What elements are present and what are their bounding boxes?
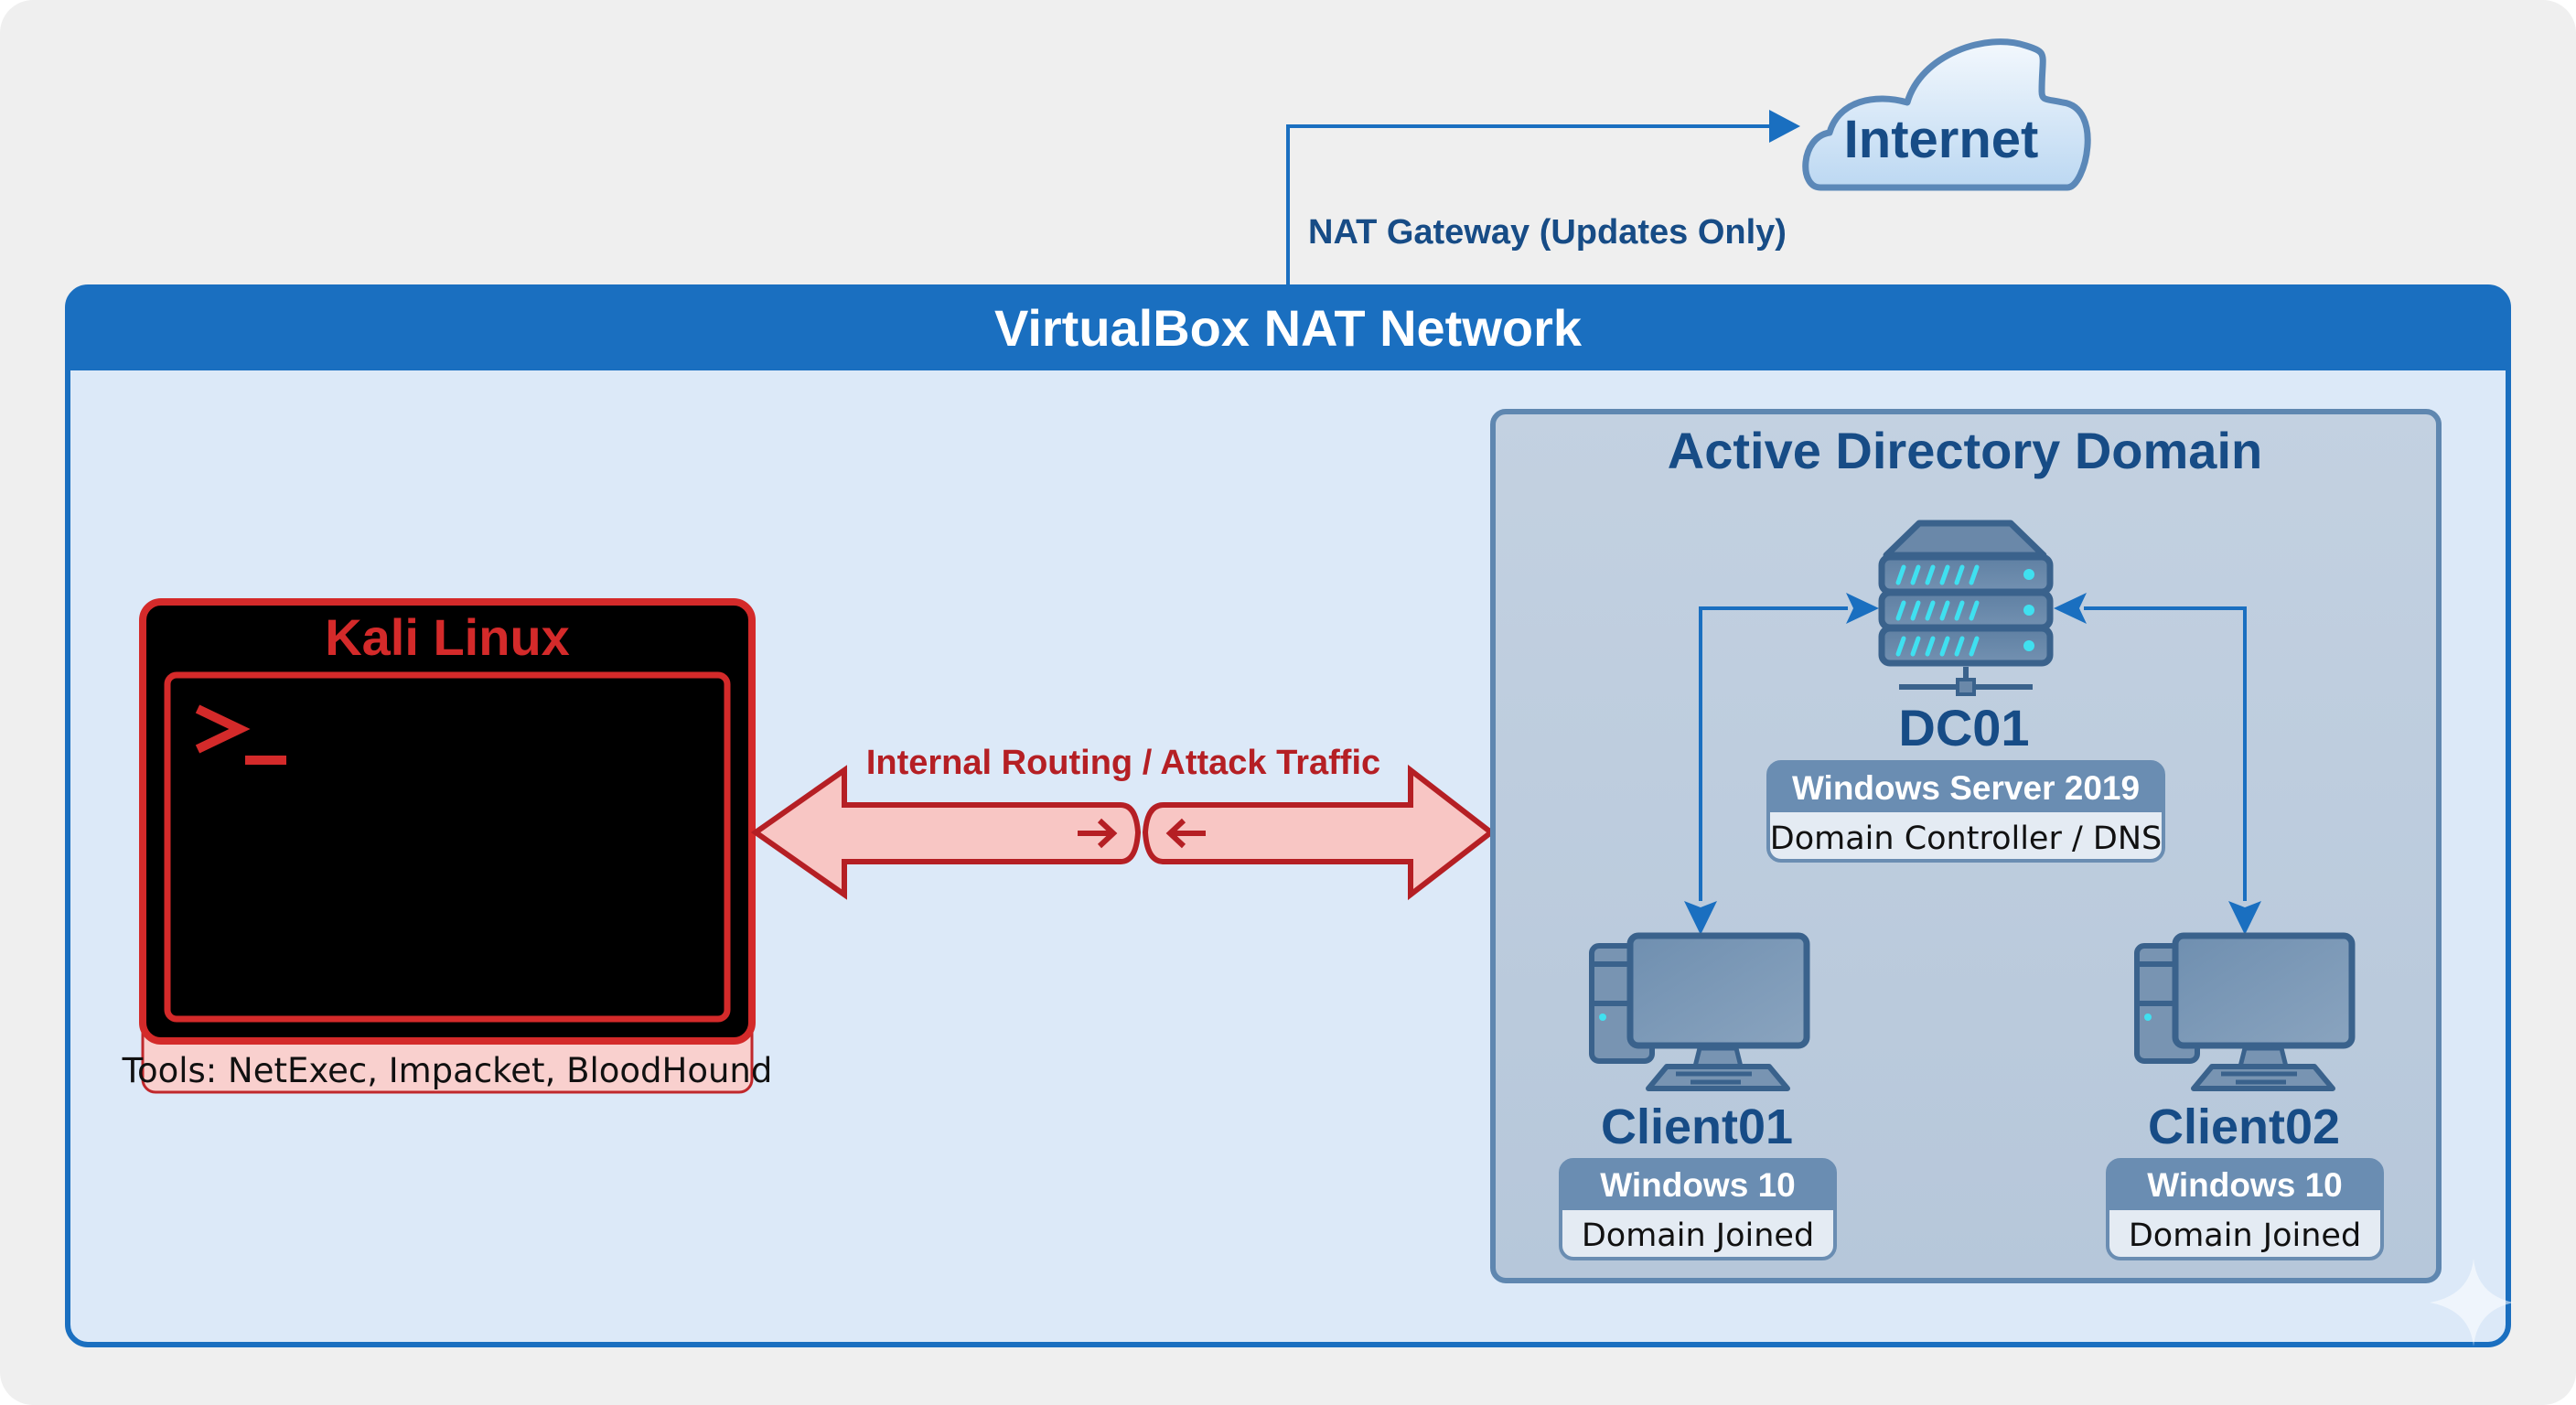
dc01-node[interactable]: DC01 Windows Server 2019 Domain Controll… [1766, 520, 2165, 863]
left-arrow [750, 765, 1142, 900]
gateway-label: NAT Gateway (Updates Only) [1308, 213, 1787, 252]
client01-node[interactable]: Client01 Windows 10 Domain Joined [1559, 932, 1837, 1260]
kali-title: Kali Linux [325, 608, 570, 666]
active-directory-domain: Active Directory Domain [1490, 409, 2442, 1283]
domain-title: Active Directory Domain [1668, 422, 2262, 479]
client02-os: Windows 10 [2147, 1166, 2342, 1204]
client01-role: Domain Joined [1582, 1217, 1814, 1254]
client02-name: Client02 [2148, 1099, 2340, 1154]
kali-linux-node[interactable]: Tools: NetExec, Impacket, BloodHound Kal… [122, 598, 773, 1094]
client01-info-card: Windows 10 Domain Joined [1559, 1158, 1837, 1260]
converge-arrows-icon [1078, 818, 1206, 849]
dc01-os: Windows Server 2019 [1792, 769, 2140, 807]
arrowhead-icon [2228, 901, 2261, 935]
dc01-role: Domain Controller / DNS [1770, 820, 2163, 857]
gateway-line [1286, 124, 1770, 285]
desktop-pc-icon [1589, 932, 1810, 1091]
gateway-connector [1286, 110, 1800, 285]
client02-role: Domain Joined [2129, 1217, 2361, 1254]
server-icon [1878, 520, 2054, 696]
connector-client02 [2084, 606, 2247, 901]
arrowhead-icon [1846, 593, 1879, 624]
arrowhead-icon [1769, 110, 1800, 143]
network-header [68, 287, 2508, 370]
network-title: VirtualBox NAT Network [994, 299, 1583, 357]
desktop-pc-icon [2134, 932, 2356, 1091]
client02-info-card: Windows 10 Domain Joined [2106, 1158, 2384, 1260]
terminal-screen [164, 671, 731, 1023]
internet-cloud[interactable]: Internet [1802, 38, 2091, 191]
internet-label: Internet [1844, 110, 2039, 169]
kali-tools-label: Tools: NetExec, Impacket, BloodHound [122, 1051, 773, 1090]
sparkle-icon [2430, 1259, 2514, 1346]
attack-traffic-arrow [750, 764, 1496, 901]
dc01-name: DC01 [1898, 699, 2029, 756]
client02-node[interactable]: Client02 Windows 10 Domain Joined [2106, 932, 2384, 1260]
terminal-prompt-icon [195, 704, 286, 765]
dc01-info-card: Windows Server 2019 Domain Controller / … [1766, 760, 2165, 863]
arrowhead-icon [1684, 901, 1717, 935]
client01-name: Client01 [1601, 1099, 1793, 1154]
client01-os: Windows 10 [1600, 1166, 1795, 1204]
cloud-icon [1802, 38, 2091, 191]
dc-client-connectors [1699, 606, 2247, 901]
traffic-label: Internal Routing / Attack Traffic [866, 744, 1380, 782]
right-arrow [1142, 764, 1496, 901]
connector-client01 [1699, 606, 1848, 901]
arrowhead-icon [2054, 593, 2087, 624]
